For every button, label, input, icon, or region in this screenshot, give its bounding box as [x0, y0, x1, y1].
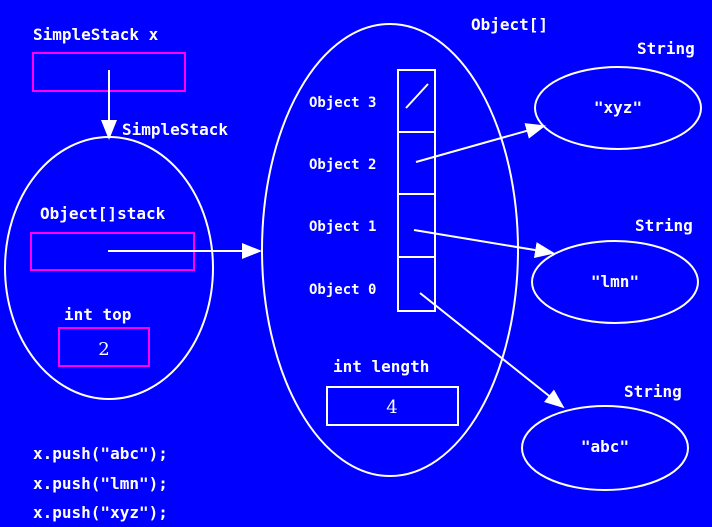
slot-label: Object 0 [309, 282, 376, 298]
slot0-arrow [419, 292, 565, 409]
simplestack-type-label: SimpleStack [122, 120, 228, 139]
string-object-lmn [531, 240, 699, 324]
array-slots [397, 69, 436, 312]
length-field-label: int length [333, 357, 429, 376]
array-object [261, 23, 519, 477]
simplestack-object [4, 136, 214, 400]
top-field-box [58, 327, 150, 367]
code-line: x.push("abc"); [33, 444, 168, 463]
string-object-xyz [534, 66, 702, 150]
array-type-label: Object[] [471, 15, 548, 34]
slot1-arrow [413, 229, 555, 258]
code-line: x.push("lmn"); [33, 474, 168, 493]
slot-label: Object 3 [309, 95, 376, 111]
top-field-label: int top [64, 305, 131, 324]
length-field-box [326, 386, 459, 426]
string-value: "xyz" [594, 98, 642, 117]
var-x-label: SimpleStack x [33, 25, 159, 44]
string-object-abc [521, 405, 689, 491]
slot2-arrow [415, 123, 546, 163]
string-type-label: String [637, 39, 695, 58]
code-line: x.push("xyz"); [33, 503, 168, 522]
top-value: 2 [98, 339, 109, 360]
length-value: 4 [386, 397, 397, 418]
string-type-label: String [624, 382, 682, 401]
null-slash [405, 83, 429, 109]
string-value: "abc" [581, 437, 629, 456]
slot-label: Object 2 [309, 157, 376, 173]
stack-field-label: Object[]stack [40, 204, 166, 223]
string-value: "lmn" [591, 272, 639, 291]
slot-label: Object 1 [309, 219, 376, 235]
string-type-label: String [635, 216, 693, 235]
